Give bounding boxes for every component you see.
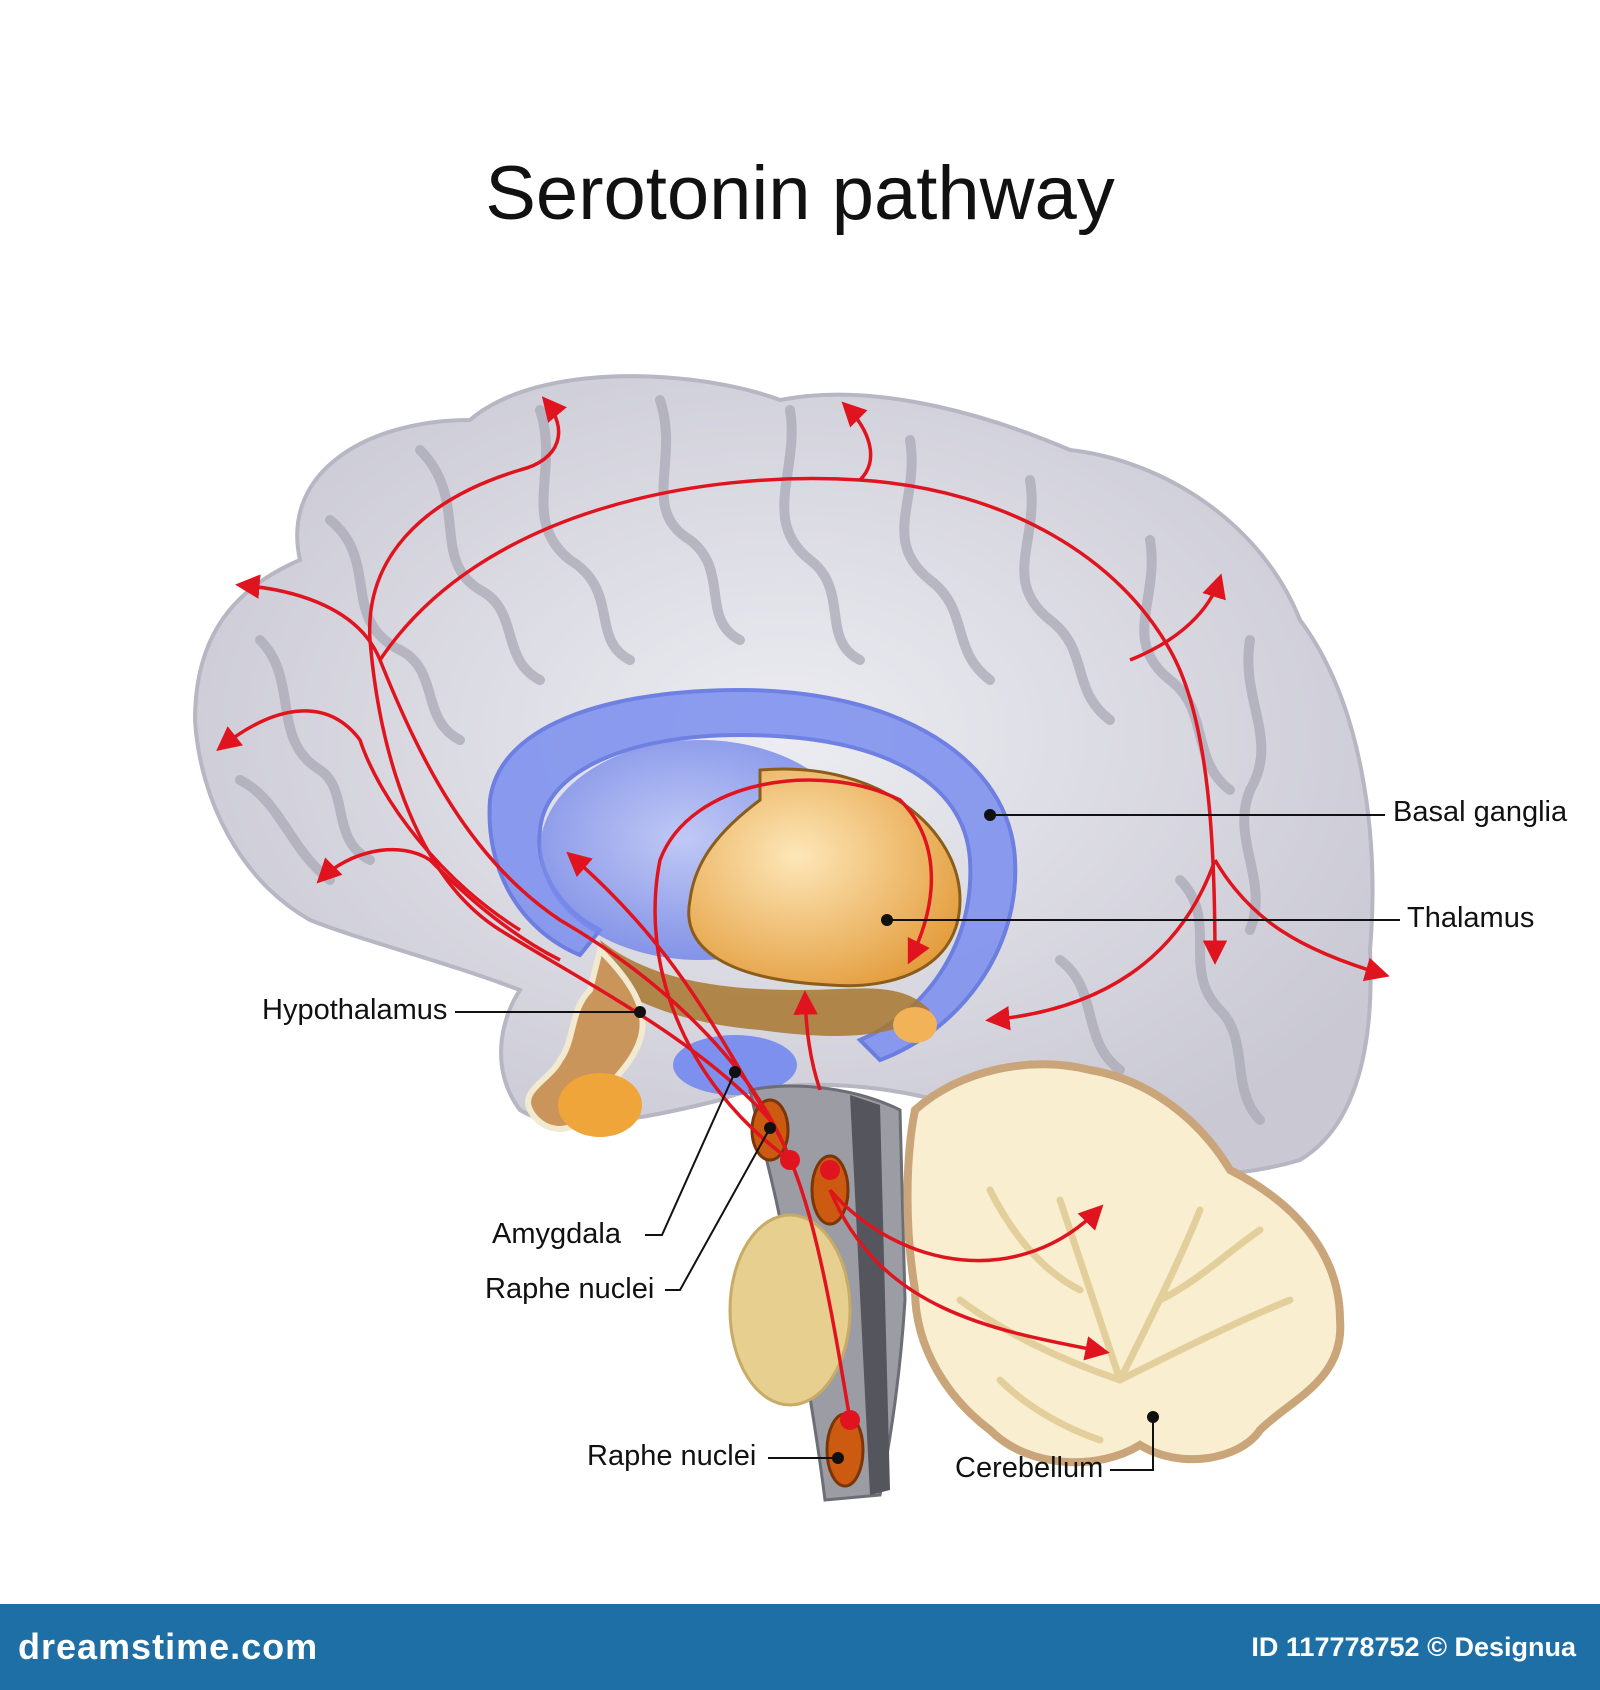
brainstem-channel [850,1095,890,1495]
pathway-dorsal [235,574,792,1161]
label-raphe-nuclei-upper: Raphe nuclei [485,1273,655,1305]
label-basal-ganglia: Basal ganglia [1393,796,1568,828]
gyri [235,395,1267,1125]
pathway-frontal [216,709,521,932]
footer-watermark: dreamstime.com [18,1626,319,1667]
footer-image-id: ID 117778752 © Designua [1251,1632,1576,1662]
footer-bar: dreamstime.com ID 117778752 © Designua [0,1604,1600,1690]
cerebellum-folia [956,1186,1294,1444]
raphe-nuclei-lower [825,1410,865,1488]
pathway-thalamus-up [793,990,822,1091]
pathway-occipital-upper [1129,573,1226,662]
label-raphe-nuclei-lower: Raphe nuclei [587,1440,757,1472]
cerebellum-structure [903,1060,1345,1467]
pathway-arch [378,476,1228,965]
label-thalamus: Thalamus [1407,902,1535,934]
pathway-cerebellum-lower [828,1189,1110,1361]
diagram-title: Serotonin pathway [485,151,1115,236]
pathway-basal [566,851,772,1121]
serotonin-pathways [216,396,1390,1421]
label-amygdala: Amygdala [492,1218,621,1250]
pathway-parietal [841,401,873,482]
pathway-temporal [985,859,1217,1031]
label-cerebellum: Cerebellum [955,1452,1104,1484]
label-leaders [455,809,1400,1471]
hypothalamus-structure [525,944,646,1132]
pathway-thalamus-loop [653,778,934,1162]
pituitary [558,1073,642,1137]
pathway-occipital-lower [1213,859,1390,982]
mammillary [893,1007,937,1043]
thalamus-structure [687,767,962,988]
pathway-orbital [316,847,561,962]
pathway-cerebellum-upper [828,1188,1104,1263]
label-hypothalamus: Hypothalamus [262,994,448,1026]
